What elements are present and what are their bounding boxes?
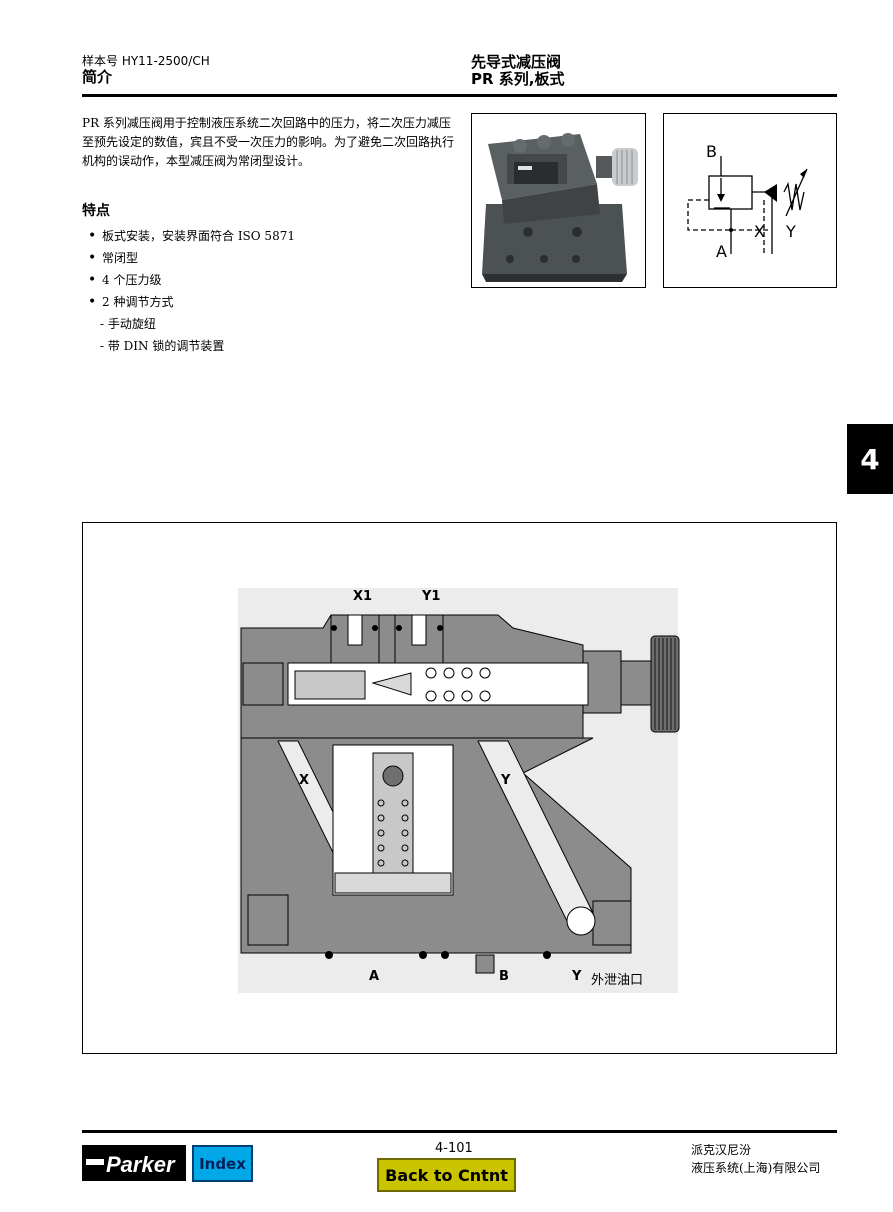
features-heading: 特点 [82, 203, 110, 219]
symbol-label-a: A [716, 242, 727, 261]
section-name: 简介 [82, 68, 113, 86]
symbol-label-y: Y [786, 222, 796, 241]
chapter-tab: 4 [847, 424, 893, 494]
port-label-y-drain: Y [572, 969, 582, 984]
port-label-b: B [499, 969, 509, 984]
page-subtitle: PR 系列,板式 [471, 70, 565, 88]
page-number: 4-101 [435, 1141, 473, 1156]
back-to-contents-button[interactable]: Back to Cntnt [377, 1158, 516, 1192]
valve-cross-section [238, 588, 680, 993]
feature-item: •板式安装，安装界面符合 ISO 5871 [88, 228, 295, 244]
feature-item: •常闭型 [88, 250, 139, 266]
header-rule [82, 94, 837, 97]
symbol-label-b: B [706, 142, 717, 161]
footer-rule [82, 1130, 837, 1133]
valve-photo-illustration [472, 114, 645, 287]
company-name: 派克汉尼汾 [691, 1143, 752, 1157]
parker-logo-icon: Parker [82, 1145, 186, 1181]
logo-text: Parker [106, 1152, 176, 1177]
port-label-y1: Y1 [422, 589, 441, 604]
index-button[interactable]: Index [192, 1145, 253, 1182]
feature-item: •2 种调节方式 [88, 294, 174, 310]
hydraulic-symbol: B A X Y [663, 113, 837, 288]
drain-port-label: 外泄油口 [591, 973, 644, 988]
catalog-number: 样本号 HY11-2500/CH [82, 54, 210, 68]
page-title: 先导式减压阀 [471, 53, 562, 71]
port-label-a: A [369, 969, 380, 984]
product-photo [471, 113, 646, 288]
feature-sub-item: - 带 DIN 锁的调节装置 [100, 339, 225, 353]
feature-item: •4 个压力级 [88, 272, 162, 288]
intro-paragraph: PR 系列减压阀用于控制液压系统二次回路中的压力，将二次压力减压至预先设定的数值… [82, 116, 455, 168]
features-list: •板式安装，安装界面符合 ISO 5871 •常闭型 •4 个压力级 •2 种调… [88, 225, 295, 357]
symbol-label-x: X [754, 222, 765, 241]
channel-label-x: X [299, 773, 310, 788]
channel-label-y: Y [501, 773, 511, 788]
port-label-x1: X1 [353, 589, 373, 604]
sectional-drawing: X1 Y1 X Y A B Y 外泄油口 [82, 522, 837, 1054]
parker-logo: Parker [82, 1145, 186, 1181]
pressure-reducing-valve-symbol [687, 156, 808, 254]
company-subname: 液压系统(上海)有限公司 [691, 1161, 821, 1175]
feature-sub-item: - 手动旋纽 [100, 317, 156, 331]
